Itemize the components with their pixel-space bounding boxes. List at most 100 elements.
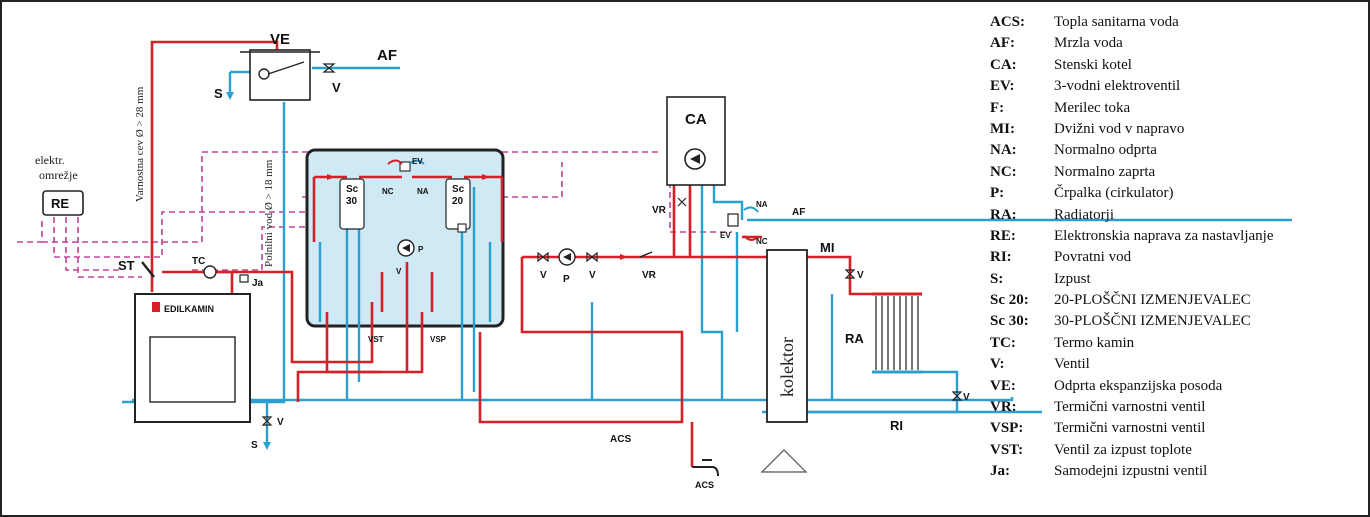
legend-row: VE:Odprta ekspanzijska posoda [990, 376, 1360, 397]
legend-code: VR: [990, 399, 1017, 416]
label-s-bottom: S [251, 440, 258, 451]
radiator [872, 292, 922, 374]
label-kolektor: kolektor [777, 337, 797, 397]
valve-icon [844, 269, 856, 279]
label-vr-top: VR [652, 205, 667, 216]
valve-icon [261, 416, 273, 426]
label-p-tank: P [418, 245, 424, 254]
legend-desc: Radiatorji [1054, 206, 1114, 223]
label-sc20-b: 20 [452, 196, 464, 207]
label-ri: RI [890, 418, 903, 433]
label-nc-ca: NC [756, 237, 768, 246]
legend-desc: Črpalka (cirkulator) [1054, 185, 1174, 202]
legend-desc: Izpust [1054, 270, 1091, 287]
legend-row: RA: Radiatorji [990, 205, 1360, 226]
legend-row: MI:Dvižni vod v napravo [990, 119, 1360, 140]
label-v-bottom: V [277, 417, 284, 428]
legend-row: VSP:Termični varnostni ventil [990, 418, 1360, 439]
legend-code: S: [990, 270, 1004, 287]
st-sensor-icon [141, 261, 155, 278]
legend-desc: Termični varnostni ventil [1054, 399, 1206, 416]
valve-icon [537, 251, 549, 263]
legend-row: ACS: Topla sanitarna voda [990, 12, 1360, 33]
valve-icon [586, 251, 598, 263]
label-ev-tank: EV [412, 157, 423, 166]
wall-boiler [666, 96, 726, 186]
legend-row: F:Merilec toka [990, 98, 1360, 119]
legend-code: RE: [990, 227, 1016, 244]
label-acs-mid: ACS [610, 434, 631, 445]
label-ra: RA [845, 331, 864, 346]
legend-desc: Elektronskia naprava za nastavljanje [1054, 227, 1274, 244]
legend-desc: 3-vodni elektroventil [1054, 78, 1181, 95]
legend-code: RA: [990, 206, 1017, 223]
ev-valve-icon [727, 213, 739, 227]
tap-icon [692, 466, 719, 477]
legend-desc: Normalno odprta [1054, 142, 1157, 159]
legend-row: P:Črpalka (cirkulator) [990, 183, 1360, 204]
legend-desc: 20-PLOŠČNI IZMENJEVALEC [1054, 292, 1251, 309]
legend-code: VE: [990, 377, 1016, 394]
legend-code: CA: [990, 56, 1017, 73]
label-p-pump: P [563, 274, 570, 285]
legend-row: CA: Stenski kotel [990, 55, 1360, 76]
brand-logo-icon [152, 302, 160, 312]
label-re: RE [51, 196, 69, 211]
label-ev-ca: EV [720, 231, 731, 240]
legend-desc: Stenski kotel [1054, 56, 1132, 73]
collector [766, 249, 808, 423]
legend-row: Sc 30:30-PLOŠČNI IZMENJEVALEC [990, 311, 1360, 332]
label-ca: CA [685, 111, 707, 128]
legend-code: NC: [990, 163, 1017, 180]
label-af-top: AF [377, 47, 397, 64]
exchanger-sc30 [339, 178, 365, 230]
legend-desc: Topla sanitarna voda [1054, 14, 1179, 30]
label-na-ca: NA [756, 200, 768, 209]
legend-desc: Samodejni izpustni ventil [1054, 463, 1208, 480]
vr-valve-icon [639, 251, 653, 258]
vr-valve-icon [677, 197, 687, 207]
ev-valve-icon [399, 161, 411, 172]
legend-desc: 30-PLOŠČNI IZMENJEVALEC [1054, 313, 1251, 330]
legend-row: EV: 3-vodni elektroventil [990, 76, 1360, 97]
legend-code: ACS: [990, 14, 1026, 30]
legend-row: V: Ventil [990, 354, 1360, 375]
legend-code: AF: [990, 35, 1015, 52]
legend-code: MI: [990, 120, 1015, 137]
label-sc30-a: Sc [346, 184, 359, 195]
legend-row: RI:Povratni vod [990, 247, 1360, 268]
label-vsp: VSP [430, 335, 447, 344]
label-v-ra: V [963, 392, 970, 403]
ground-icon [760, 449, 808, 473]
label-sc30-b: 30 [346, 196, 358, 207]
legend-desc: Merilec toka [1054, 99, 1131, 116]
legend-row: TC:Termo kamin [990, 333, 1360, 354]
label-v-mi: V [857, 270, 864, 281]
legend-code: V: [990, 356, 1005, 373]
label-fill-pipe: Polnilni vod Ø > 18 mm [263, 159, 275, 267]
label-omrezje: omrežje [39, 168, 78, 182]
legend-code: NA: [990, 142, 1017, 159]
legend-row: NC: Normalno zaprta [990, 162, 1360, 183]
legend-desc: Termični varnostni ventil [1054, 420, 1206, 437]
label-acs-tap: ACS [695, 480, 714, 490]
legend-code: Ja: [990, 463, 1010, 480]
label-tc: TC [192, 256, 205, 267]
legend-row: Sc 20:20-PLOŠČNI IZMENJEVALEC [990, 290, 1360, 311]
legend-code: EV: [990, 78, 1015, 95]
label-v-top: V [332, 80, 341, 95]
legend-row: AF:Mrzla voda [990, 33, 1360, 54]
re-device [42, 190, 84, 216]
legend-row: VR: Termični varnostni ventil [990, 397, 1360, 418]
ja-valve-icon [239, 274, 249, 283]
legend-row: NA: Normalno odprta [990, 140, 1360, 161]
legend-row: S: Izpust [990, 269, 1360, 290]
legend-desc: Ventil [1054, 356, 1090, 373]
label-vst: VST [368, 335, 384, 344]
label-safety-pipe: Varnostna cev Ø > 28 mm [134, 86, 146, 202]
label-st: ST [118, 258, 135, 273]
legend-desc: Normalno zaprta [1054, 163, 1156, 180]
